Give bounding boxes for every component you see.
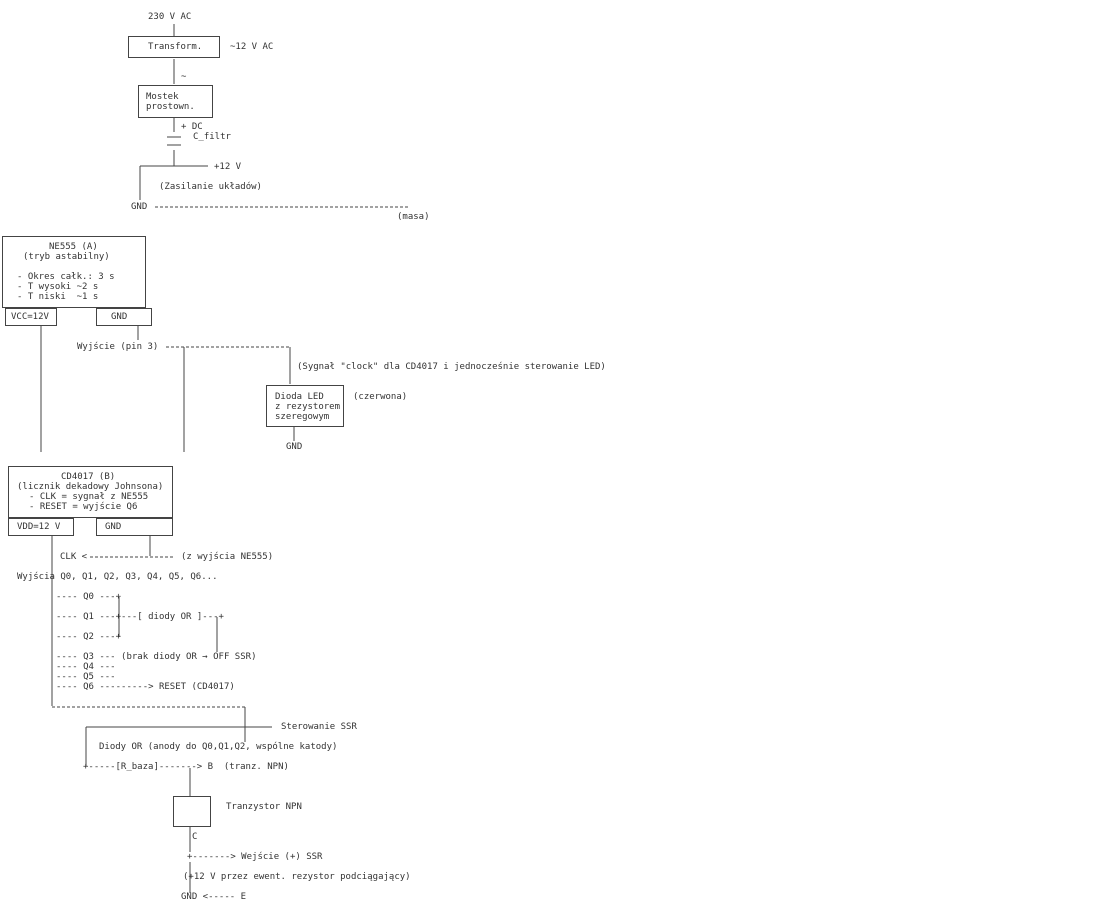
- cd4017-box: CD4017 (B) (licznik dekadowy Johnsona) -…: [8, 466, 173, 518]
- ne555-mode: (tryb astabilny): [23, 252, 110, 262]
- cd4017-reset-note: - RESET = wyjście Q6: [29, 502, 138, 512]
- q5-line: ---- Q5 ---: [56, 672, 116, 682]
- bridge-rectifier-box: Mostek prostown.: [138, 85, 213, 118]
- ac-output-label: ~12 V AC: [230, 42, 274, 52]
- masa-label: (masa): [397, 212, 430, 222]
- ne555-output-label: Wyjście (pin 3): [77, 342, 159, 352]
- bridge-line2: prostown.: [146, 102, 195, 112]
- q3-line: ---- Q3 --- (brak diody OR → OFF SSR): [56, 652, 257, 662]
- rail-12v-label: +12 V: [214, 162, 242, 172]
- ne555-gnd-pin: GND: [96, 308, 152, 326]
- led-color-label: (czerwona): [353, 392, 408, 402]
- cd4017-gnd-label: GND: [105, 522, 122, 532]
- ssr-control-label: Sterowanie SSR: [281, 722, 357, 732]
- wires: [40, 24, 410, 893]
- ne555-gnd-label: GND: [111, 312, 128, 322]
- ne555-period: - Okres całk.: 3 s: [17, 272, 115, 282]
- cd4017-vdd-label: VDD=12 V: [17, 522, 61, 532]
- ac-input-label: 230 V AC: [148, 12, 192, 22]
- led-line2: z rezystorem: [275, 402, 341, 412]
- cd4017-vdd-pin: VDD=12 V: [8, 518, 74, 536]
- ne555-t-low: - T niski ~1 s: [17, 292, 99, 302]
- q6-line: ---- Q6 ---------> RESET (CD4017): [56, 682, 235, 692]
- outputs-label: Wyjścia Q0, Q1, Q2, Q3, Q4, Q5, Q6...: [17, 572, 218, 582]
- cd4017-gnd-pin: GND: [96, 518, 173, 536]
- base-resistor-line: +-----[R_baza]-------> B (tranz. NPN): [83, 762, 289, 772]
- clock-note: (Sygnał "clock" dla CD4017 i jednocześni…: [297, 362, 606, 372]
- q1-line: ---- Q1 ---+---[ diody OR ]---+: [56, 612, 224, 622]
- led-line1: Dioda LED: [275, 392, 324, 402]
- dc-plus-label: + DC: [181, 122, 203, 132]
- pullup-note: (+12 V przez ewent. rezystor podciągając…: [183, 872, 411, 882]
- diodes-or-label: Diody OR (anody do Q0,Q1,Q2, wspólne kat…: [99, 742, 338, 752]
- emitter-line: GND <----- E: [181, 892, 247, 902]
- ne555-vcc-label: VCC=12V: [11, 312, 49, 322]
- led-line3: szeregowym: [275, 412, 330, 422]
- clk-label: CLK <: [60, 552, 88, 562]
- cd4017-clk-note: - CLK = sygnał z NE555: [29, 492, 149, 502]
- q0-line: ---- Q0 ---+: [56, 592, 122, 602]
- ne555-title: NE555 (A): [49, 242, 98, 252]
- gnd-rail-label: GND: [131, 202, 148, 212]
- ne555-vcc-pin: VCC=12V: [5, 308, 57, 326]
- capacitor-label: C_filtr: [193, 132, 231, 142]
- clk-source-label: (z wyjścia NE555): [181, 552, 274, 562]
- ne555-t-high: - T wysoki ~2 s: [17, 282, 99, 292]
- q4-line: ---- Q4 ---: [56, 662, 116, 672]
- cd4017-subtitle: (licznik dekadowy Johnsona): [17, 482, 164, 492]
- ne555-box: NE555 (A) (tryb astabilny) - Okres całk.…: [2, 236, 146, 308]
- transistor-label: Tranzystor NPN: [226, 802, 302, 812]
- transformer-box: Transform.: [128, 36, 220, 58]
- ssr-input-line: +-------> Wejście (+) SSR: [187, 852, 323, 862]
- led-box: Dioda LED z rezystorem szeregowym: [266, 385, 344, 427]
- collector-label: C: [192, 832, 198, 842]
- transformer-label: Transform.: [148, 42, 203, 52]
- q2-line: ---- Q2 ---+: [56, 632, 122, 642]
- cd4017-title: CD4017 (B): [61, 472, 116, 482]
- bridge-line1: Mostek: [146, 92, 179, 102]
- tilde-label: ~: [181, 72, 187, 82]
- led-gnd-label: GND: [286, 442, 303, 452]
- transistor-box: [173, 796, 211, 827]
- supply-note: (Zasilanie układów): [159, 182, 262, 192]
